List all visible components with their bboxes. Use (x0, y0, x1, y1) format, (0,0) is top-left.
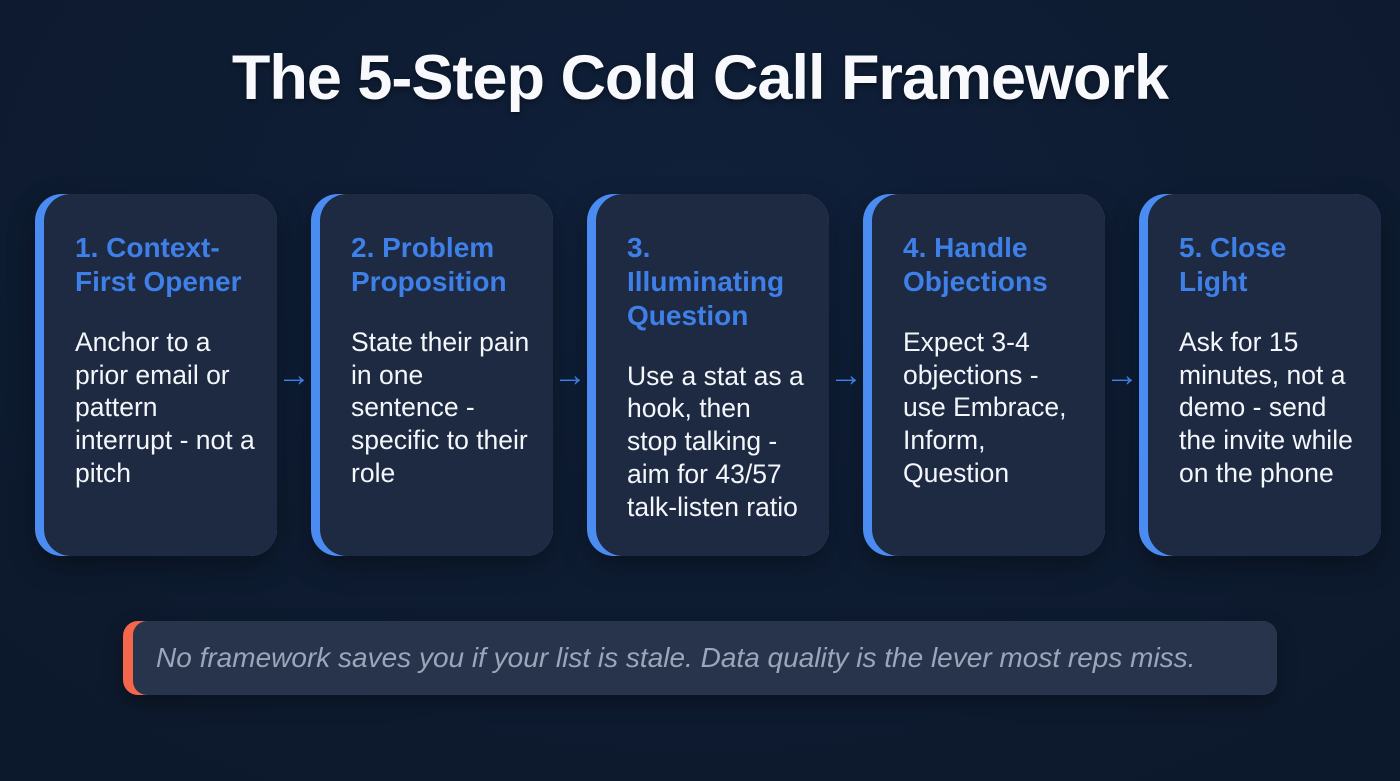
step-card-4: 4. Handle Objections Expect 3-4 objectio… (863, 194, 1105, 556)
step-heading: 1. Context- First Opener (75, 232, 242, 297)
step-card-body: 4. Handle Objections Expect 3-4 objectio… (872, 194, 1105, 556)
step-card-1: 1. Context- First Opener Anchor to a pri… (35, 194, 277, 556)
step-heading: 5. Close Light (1179, 232, 1287, 297)
framework-flow: 1. Context- First Opener Anchor to a pri… (35, 194, 1381, 556)
step-description: Anchor to a prior email or pattern inter… (75, 326, 255, 489)
step-heading: 2. Problem Proposition (351, 232, 507, 297)
arrow-right-icon: → (829, 356, 863, 394)
step-card-3: 3. Illuminating Question Use a stat as a… (587, 194, 829, 556)
step-card-body: 1. Context- First Opener Anchor to a pri… (44, 194, 277, 556)
note-accent-bar: No framework saves you if your list is s… (133, 621, 1277, 695)
arrow-right-icon: → (277, 356, 311, 394)
arrow-right-icon: → (553, 356, 587, 394)
step-description: Use a stat as a hook, then stop talking … (627, 360, 804, 523)
step-card-body: 5. Close Light Ask for 15 minutes, not a… (1148, 194, 1381, 556)
step-heading: 4. Handle Objections (903, 232, 1048, 297)
step-description: Ask for 15 minutes, not a demo - send th… (1179, 326, 1353, 489)
step-card-2: 2. Problem Proposition State their pain … (311, 194, 553, 556)
step-card-5: 5. Close Light Ask for 15 minutes, not a… (1139, 194, 1381, 556)
note-callout: No framework saves you if your list is s… (123, 621, 1277, 695)
note-text: No framework saves you if your list is s… (156, 642, 1196, 673)
step-heading: 3. Illuminating Question (627, 232, 785, 331)
page-title: The 5-Step Cold Call Framework (231, 43, 1169, 113)
step-card-body: 2. Problem Proposition State their pain … (320, 194, 553, 556)
step-description: Expect 3-4 objections - use Embrace, Inf… (903, 326, 1067, 489)
step-card-body: 3. Illuminating Question Use a stat as a… (596, 194, 829, 556)
step-description: State their pain in one sentence - speci… (351, 326, 530, 489)
arrow-right-icon: → (1105, 356, 1139, 394)
